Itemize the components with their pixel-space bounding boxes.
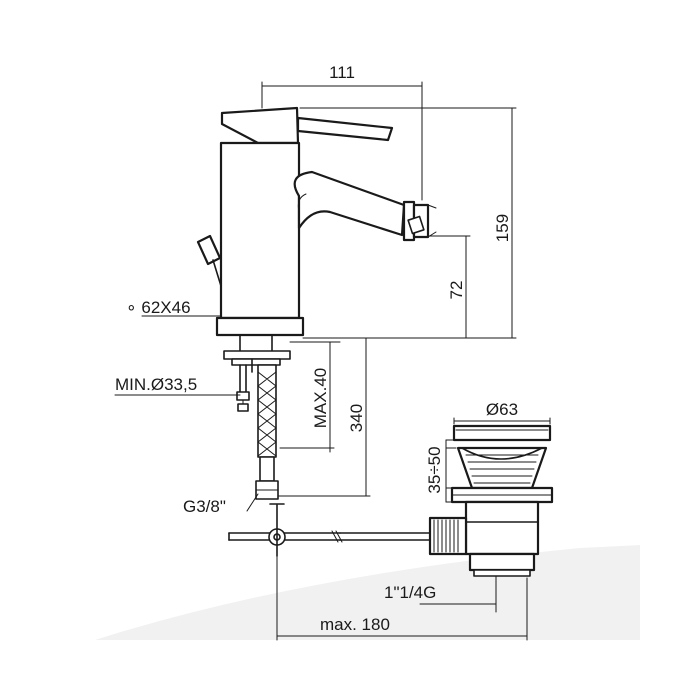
dim-hose-label: 340 xyxy=(347,404,366,432)
braided-hose xyxy=(255,364,279,500)
dim-rod-label: max. 180 xyxy=(320,615,390,634)
dim-thickness-label: MAX.40 xyxy=(311,368,330,428)
dim-height-label: 159 xyxy=(493,214,512,242)
dim-waste-diameter-label: Ø63 xyxy=(486,400,518,419)
drain-rod xyxy=(228,503,431,557)
dim-base-label: ∘ 62X46 xyxy=(126,298,191,317)
dim-width-label: 111 xyxy=(329,63,355,82)
dimension-lines xyxy=(114,81,551,641)
dim-waste-range-label: 35÷50 xyxy=(425,446,444,493)
dim-spout-label: 72 xyxy=(447,281,466,300)
dim-connection-label: G3/8" xyxy=(183,497,226,516)
faucet-body xyxy=(196,106,437,337)
dim-waste-thread-label: 1"1/4G xyxy=(384,583,436,602)
mounting-assembly xyxy=(223,334,291,412)
dim-hole-label: MIN.Ø33,5 xyxy=(115,375,197,394)
pop-up-waste xyxy=(428,424,554,577)
